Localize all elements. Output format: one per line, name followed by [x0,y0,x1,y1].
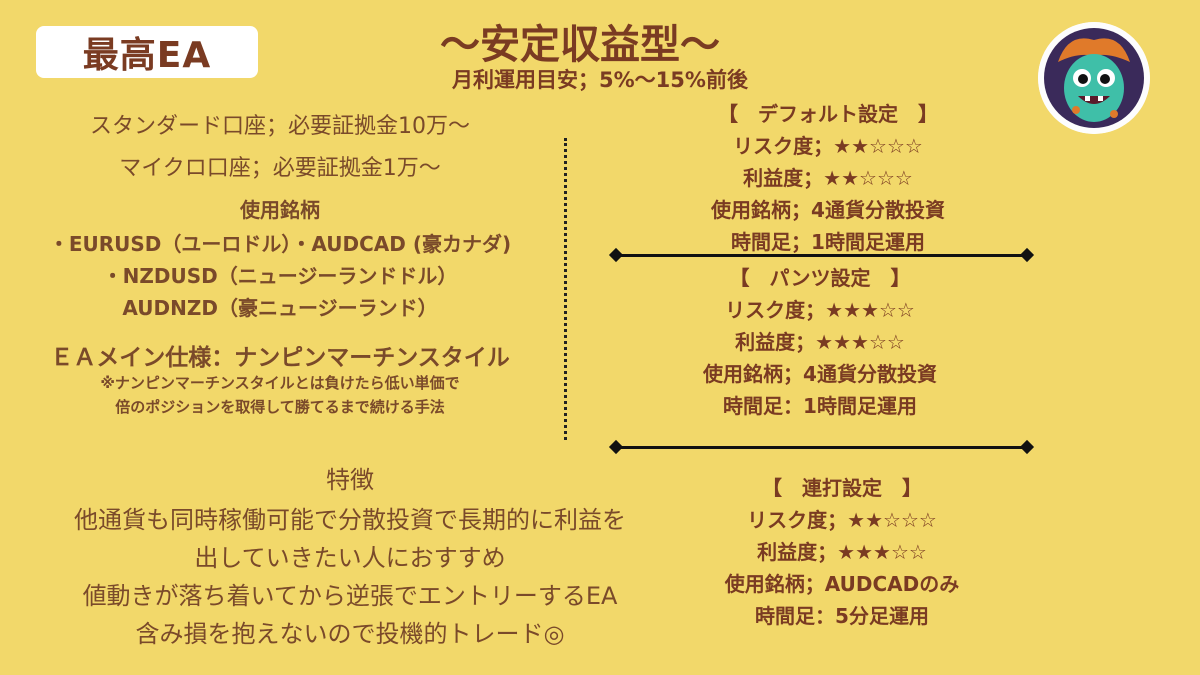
separator-line-2 [616,446,1026,449]
spec-heading: ＥＡメイン仕様：ナンピンマーチンスタイル [50,345,510,371]
pairs-line-3: AUDNZD（豪ニュージーランド） [122,296,438,320]
pairs-info: 使用銘柄；4通貨分散投資 [703,362,937,386]
settings-default: 【 デフォルト設定 】 リスク度；★★☆☆☆ 利益度；★★☆☆☆ 使用銘柄；4通… [608,98,1048,258]
profit-rating: 利益度；★★☆☆☆ [743,166,913,190]
account-standard: スタンダード口座；必要証拠金10万～ [90,114,470,139]
features-line-2: 出していきたい人におすすめ [194,544,506,572]
timeframe-info: 時間足；1時間足運用 [731,230,925,254]
features-line-3: 値動きが落ち着いてから逆張でエントリーするEA [82,582,618,610]
settings-title: 【 デフォルト設定 】 [718,102,938,126]
risk-rating: リスク度；★★★☆☆ [725,298,915,322]
page-title: ～安定収益型～ [440,22,720,68]
separator-line-1 [616,254,1026,257]
settings-pants: 【 パンツ設定 】 リスク度；★★★☆☆ 利益度；★★★☆☆ 使用銘柄；4通貨分… [600,262,1040,422]
pairs-line-2: ・NZDUSD（ニュージーランドドル） [102,264,458,288]
profit-rating: 利益度；★★★☆☆ [735,330,905,354]
settings-rapid: 【 連打設定 】 リスク度；★★☆☆☆ 利益度；★★★☆☆ 使用銘柄；AUDCA… [622,472,1062,632]
profit-rating: 利益度；★★★☆☆ [757,540,927,564]
features-heading: 特徴 [326,466,374,494]
badge-label: 最高EA [82,35,212,76]
line-end-right [1019,439,1035,455]
timeframe-info: 時間足：5分足運用 [755,604,929,628]
page-subtitle: 月利運用目安；5%～15%前後 [452,68,748,92]
spec-note-2: 倍のポジションを取得して勝てるまで続ける手法 [115,398,445,416]
pairs-info: 使用銘柄；4通貨分散投資 [711,198,945,222]
timeframe-info: 時間足：1時間足運用 [723,394,917,418]
spec-note-1: ※ナンピンマーチンスタイルとは負けたら低い単価で [100,374,460,392]
features-line-4: 含み損を抱えないので投機的トレード◎ [135,620,565,648]
settings-title: 【 パンツ設定 】 [729,266,911,290]
risk-rating: リスク度；★★☆☆☆ [733,134,923,158]
account-micro: マイクロ口座；必要証拠金1万～ [119,156,441,181]
monster-avatar-icon [1038,22,1150,134]
pairs-line-1: ・EURUSD（ユーロドル）・AUDCAD (豪カナダ) [48,232,512,256]
pairs-heading: 使用銘柄 [240,198,320,222]
settings-title: 【 連打設定 】 [762,476,922,500]
features-line-1: 他通貨も同時稼働可能で分散投資で長期的に利益を [74,506,626,534]
risk-rating: リスク度；★★☆☆☆ [747,508,937,532]
dotted-divider [564,138,567,440]
pairs-info: 使用銘柄；AUDCADのみ [724,572,960,596]
ea-badge: 最高EA [36,26,258,78]
